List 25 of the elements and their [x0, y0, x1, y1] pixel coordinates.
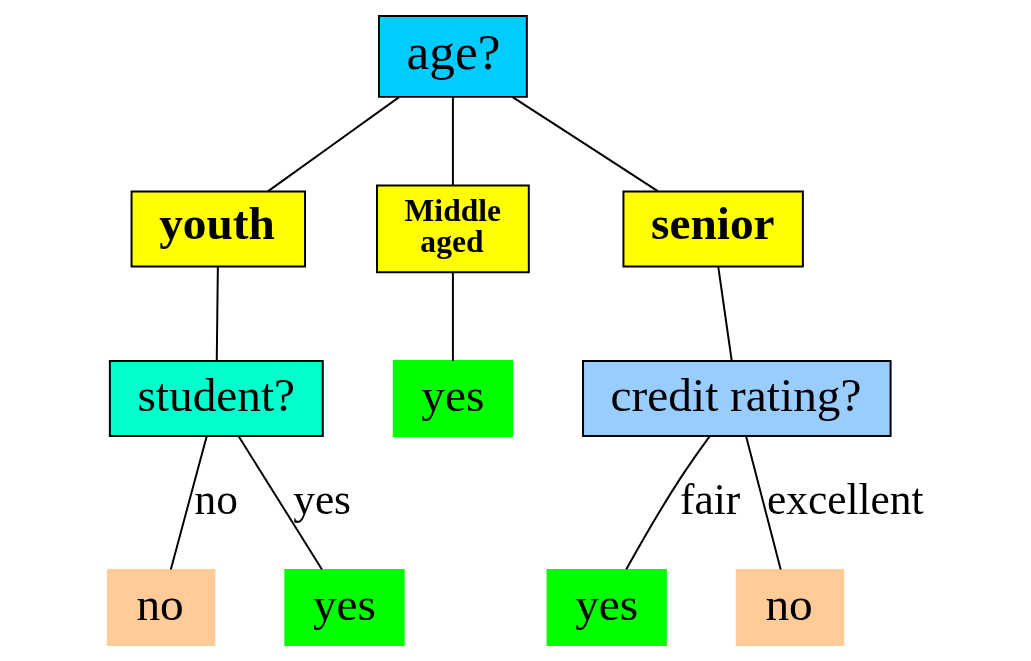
node-box: student?	[108, 360, 324, 437]
connector	[744, 435, 782, 571]
node-box: age?	[377, 15, 528, 98]
connector	[624, 435, 711, 571]
connector	[169, 435, 208, 571]
connector	[511, 96, 659, 193]
node-box: yes	[392, 360, 513, 437]
node-box: yes	[283, 569, 405, 646]
node-box: youth	[130, 190, 306, 268]
connector	[237, 435, 323, 571]
node-box: no	[735, 569, 844, 646]
node-box: no	[106, 569, 215, 646]
connector	[266, 96, 400, 193]
connector	[451, 96, 454, 187]
edge-label: excellent	[766, 475, 923, 524]
connector	[451, 271, 454, 362]
node-box: Middle aged	[375, 184, 530, 274]
edge-label: no	[194, 475, 238, 524]
edge-label: fair	[679, 475, 740, 524]
node-box: credit rating?	[581, 360, 892, 437]
node-box: yes	[546, 569, 667, 646]
edge-label: yes	[292, 475, 351, 524]
connector	[716, 265, 733, 362]
connector	[215, 265, 219, 362]
node-box: senior	[621, 190, 804, 268]
